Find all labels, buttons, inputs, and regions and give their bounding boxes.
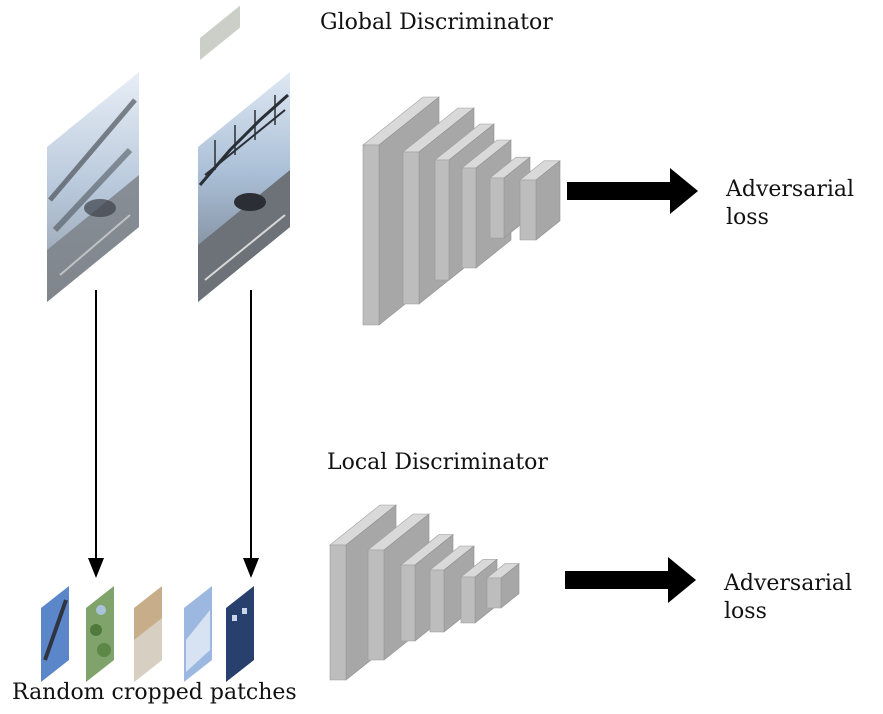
- patch-4: [184, 586, 212, 682]
- global-output-arrow: [567, 168, 698, 214]
- patch-1: [41, 586, 69, 682]
- input-image-sharp: [198, 5, 290, 302]
- local-adversarial-loss-label: Adversarial loss: [724, 571, 853, 624]
- global-layer-block-6: [519, 160, 561, 241]
- local-discriminator-title: Local Discriminator: [327, 450, 548, 475]
- random-cropped-patches-caption: Random cropped patches: [12, 680, 297, 705]
- local-discriminator-network: [329, 504, 520, 681]
- local-layer-block-6: [486, 562, 520, 609]
- global-discriminator-title: Global Discriminator: [320, 10, 553, 35]
- patch-3: [134, 586, 162, 682]
- global-discriminator-network: [362, 96, 561, 326]
- local-output-arrow: [565, 557, 696, 603]
- patch-5: [226, 586, 254, 682]
- global-adversarial-loss-label: Adversarial loss: [726, 177, 855, 230]
- patch-2: [86, 586, 114, 682]
- input-image-blurred: [47, 72, 139, 302]
